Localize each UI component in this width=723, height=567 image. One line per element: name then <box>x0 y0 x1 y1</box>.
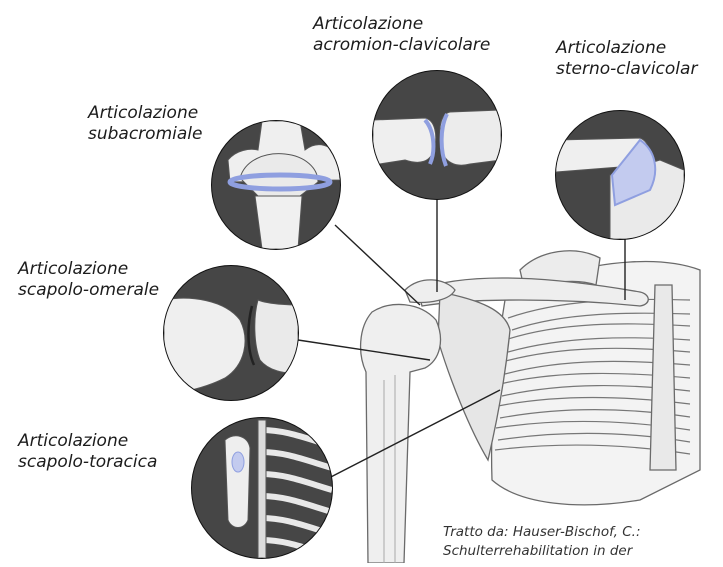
label-subacromiale: Articolazione subacromiale <box>88 103 202 145</box>
source-credit: Tratto da: Hauser-Bischof, C.: Schulterr… <box>443 523 641 561</box>
label-acromion-clavicolare: Articolazione acromion-clavicolare <box>313 14 490 56</box>
inset-acromion-clavicolare <box>373 71 501 199</box>
label-sterno-clavicolare: Articolazione sterno-clavicolar <box>556 38 697 80</box>
inset-scapolo-omerale <box>164 266 298 400</box>
inset-scapolo-toracica <box>192 418 332 558</box>
inset-subacromiale <box>212 121 340 249</box>
connector-scapolo-toracica <box>325 390 500 480</box>
inset-sterno-clavicolare <box>556 111 684 239</box>
label-scapolo-toracica: Articolazione scapolo-toracica <box>18 431 157 473</box>
connector-subacromiale <box>335 225 420 305</box>
label-scapolo-omerale: Articolazione scapolo-omerale <box>18 259 159 301</box>
humerus <box>361 304 441 563</box>
sternum <box>650 285 676 470</box>
